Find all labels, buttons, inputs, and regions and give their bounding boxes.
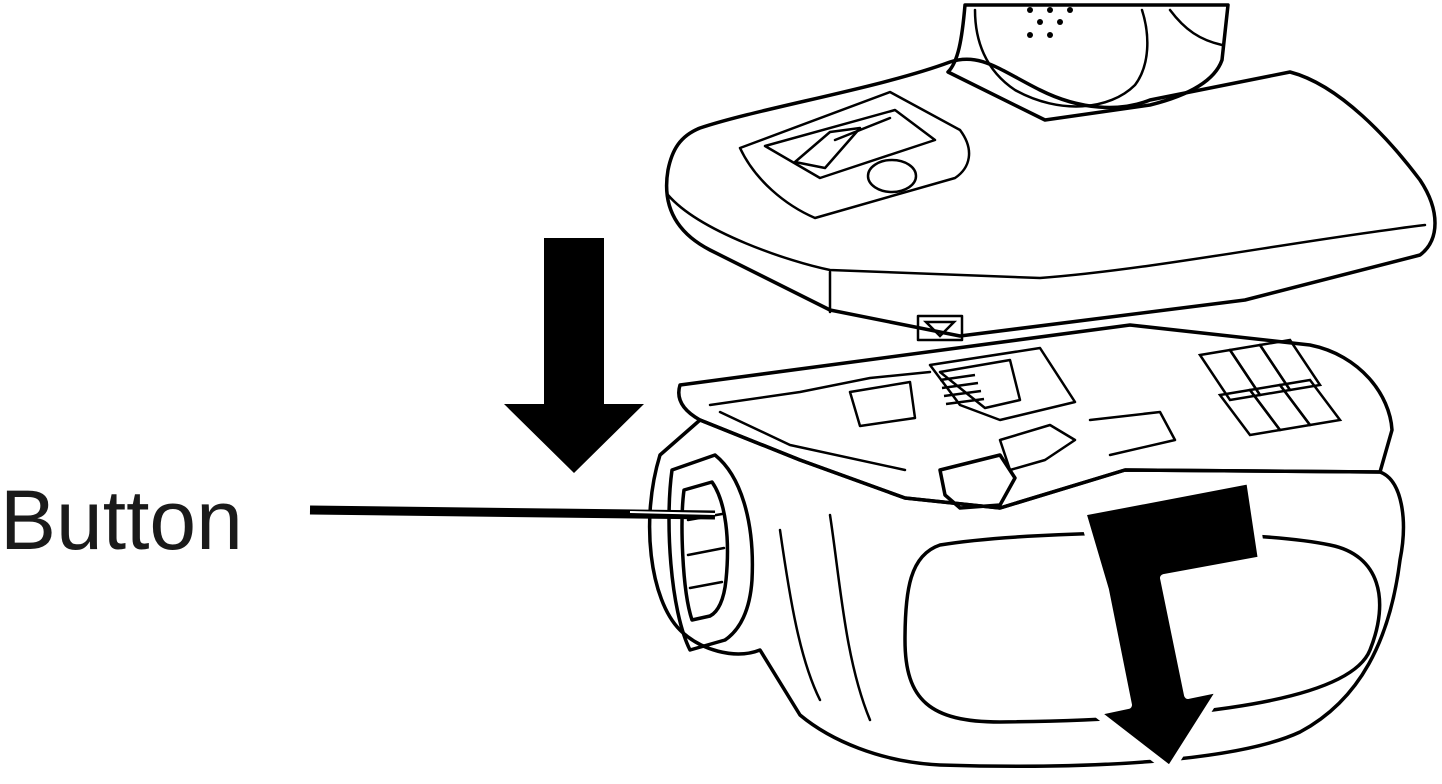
vent-dots [1027,7,1073,38]
triangle-marker-icon [916,314,964,342]
remove-arrow-icon [1078,476,1266,774]
callout-leader-line [309,505,716,520]
release-button[interactable] [680,480,730,622]
battery-pack [647,323,1406,768]
tool-body [664,3,1437,342]
vent-slats [1197,338,1343,437]
button-callout-label: Button [0,473,243,567]
down-arrow-icon [504,238,644,473]
